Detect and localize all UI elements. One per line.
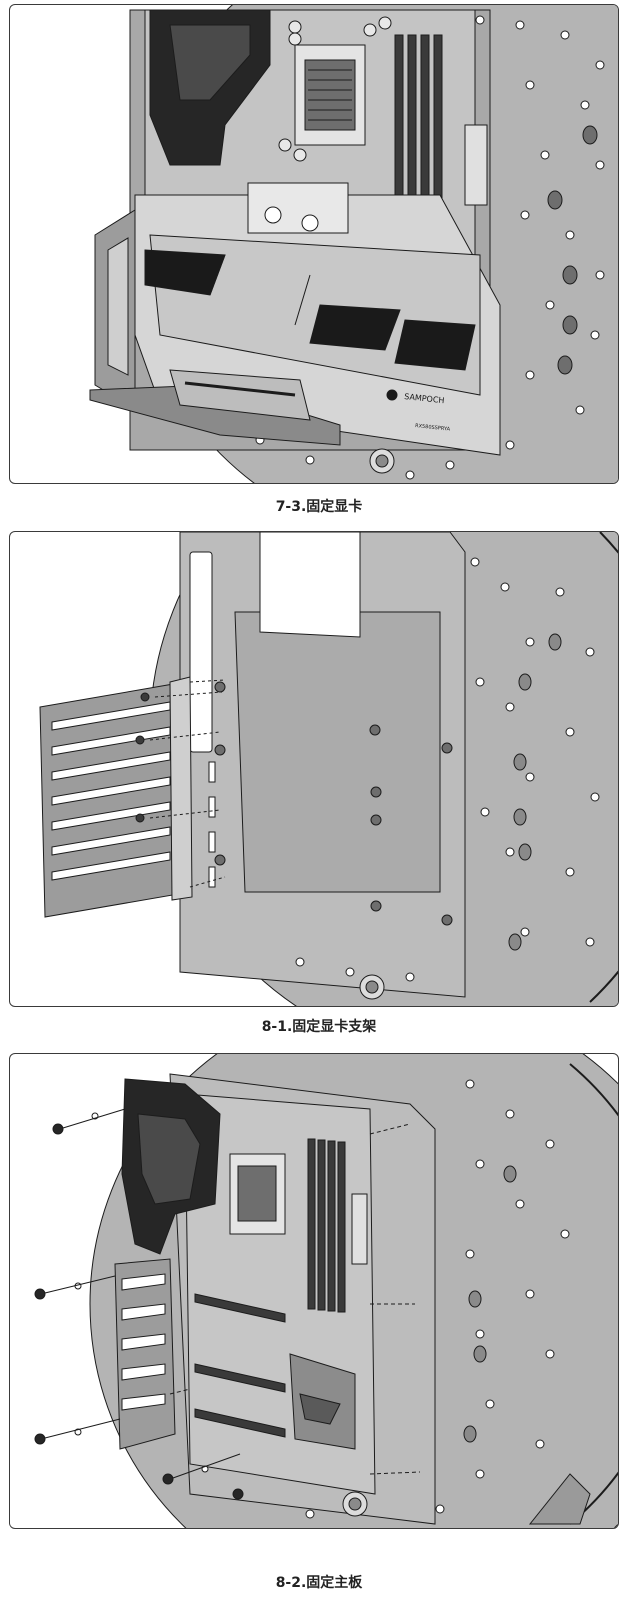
figure-bracket-install <box>9 531 619 1007</box>
ram-slots <box>307 1138 346 1313</box>
plate-bosses <box>463 1165 517 1443</box>
plate-holes <box>295 557 600 982</box>
tray-window <box>259 532 361 638</box>
assembly-lines <box>44 1108 241 1479</box>
atx-connector <box>351 1193 368 1265</box>
tray-cutout <box>189 551 213 753</box>
standoffs <box>214 681 453 926</box>
plate-foot <box>528 1473 591 1525</box>
plate-bosses <box>547 125 598 375</box>
gpu-logo-mark <box>386 389 398 401</box>
plate-holes <box>255 15 605 480</box>
gpu-panel-3 <box>394 319 476 371</box>
figure-caption: 8-1.固定显卡支架 <box>261 1019 377 1035</box>
bracket-slots <box>208 761 216 888</box>
figure-caption: 7-3.固定显卡 <box>275 499 363 515</box>
screws <box>135 692 150 823</box>
tray-recess <box>234 611 441 893</box>
gpu-block <box>247 182 349 234</box>
bracket-install-illustration <box>39 532 618 1006</box>
gpu-model-text: RX580SSPRYA <box>415 423 451 433</box>
atx-connector <box>464 124 488 206</box>
assembly-lines <box>149 679 226 888</box>
bracket-flange <box>169 676 193 901</box>
plate-holes <box>305 1079 570 1519</box>
figure-gpu-install: SAMPOCH RX580SSPRYA <box>9 4 619 484</box>
riser-slot <box>169 369 311 421</box>
pcie-slots <box>194 1293 286 1438</box>
bracket-openings <box>51 701 171 881</box>
capacitors <box>278 16 392 162</box>
figure-caption: 8-2.固定主板 <box>275 1575 363 1591</box>
plate-bosses <box>508 633 562 951</box>
bracket-openings <box>121 1273 166 1411</box>
figure-motherboard-install <box>9 1053 619 1529</box>
gpu-install-illustration: SAMPOCH RX580SSPRYA <box>89 5 618 483</box>
dashed-guides <box>169 1123 421 1475</box>
gpu-panel-2 <box>309 304 401 351</box>
gpu-brand-text: SAMPOCH <box>404 392 445 405</box>
motherboard-install-illustration <box>34 1054 618 1528</box>
screws <box>34 1123 244 1500</box>
